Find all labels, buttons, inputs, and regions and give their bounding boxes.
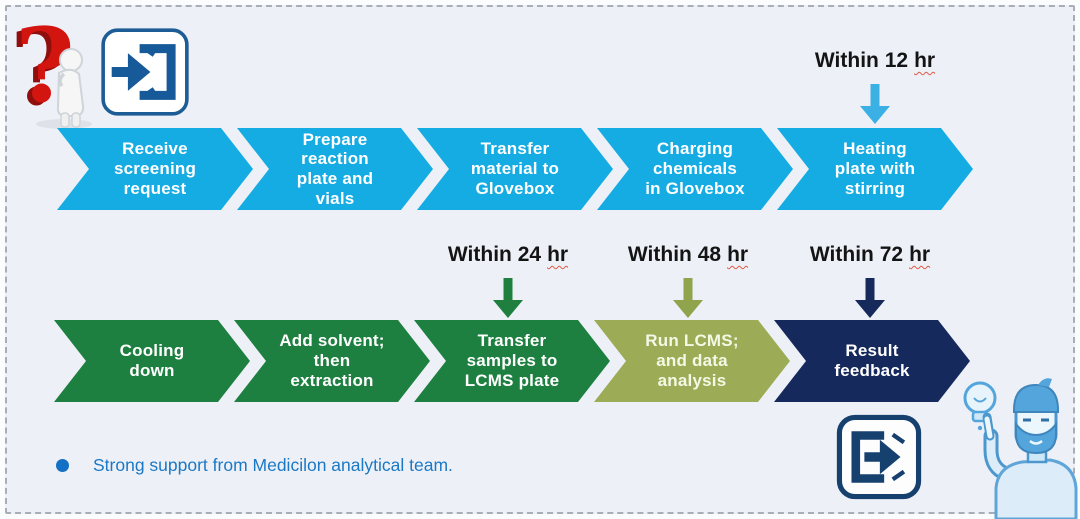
milestone-unit: hr (547, 243, 569, 266)
step-charging-chemicals: Charging chemicals in Glovebox (597, 128, 793, 210)
idea-person-illustration (944, 372, 1078, 519)
milestone-unit: hr (914, 49, 936, 72)
step-label: Transfer samples to LCMS plate (464, 331, 560, 390)
step-label: Add solvent; then extraction (279, 331, 385, 390)
step-add-solvent-extraction: Add solvent; then extraction (234, 320, 430, 402)
flow-row-top: Receive screening request Prepare reacti… (57, 128, 973, 210)
bullet-dot (56, 458, 69, 472)
step-label: Prepare reaction plate and vials (296, 129, 374, 208)
step-heating-plate-stirring: Heating plate with stirring (777, 128, 973, 210)
step-transfer-material-glovebox: Transfer material to Glovebox (417, 128, 613, 210)
down-arrow (855, 278, 885, 318)
step-label: Receive screening request (113, 139, 197, 198)
milestone-prefix: Within 24 (447, 243, 542, 266)
step-prepare-reaction-plate: Prepare reaction plate and vials (237, 128, 433, 210)
step-transfer-samples-lcms: Transfer samples to LCMS plate (414, 320, 610, 402)
footnote-text: Strong support from Medicilon analytical… (93, 454, 453, 475)
step-label: Transfer material to Glovebox (470, 139, 560, 198)
step-cooling-down: Cooling down (54, 320, 250, 402)
flow-row-bottom: Cooling down Add solvent; then extractio… (54, 320, 970, 402)
step-receive-screening-request: Receive screening request (57, 128, 253, 210)
step-label: Charging chemicals in Glovebox (645, 139, 745, 198)
step-label: Run LCMS; and data analysis (645, 331, 739, 390)
milestone-prefix: Within 12 (814, 49, 909, 72)
footnote: Strong support from Medicilon analytical… (56, 452, 453, 478)
step-result-feedback: Result feedback (774, 320, 970, 402)
milestone-prefix: Within 72 (809, 243, 904, 266)
step-run-lcms-analysis: Run LCMS; and data analysis (594, 320, 790, 402)
step-label: Cooling down (119, 341, 185, 380)
down-arrow (860, 84, 890, 124)
down-arrow (493, 278, 523, 318)
step-label: Result feedback (834, 341, 910, 380)
login-enter-icon (100, 27, 190, 117)
step-label: Heating plate with stirring (834, 139, 916, 198)
milestone-unit: hr (727, 243, 749, 266)
milestone-prefix: Within 48 (627, 243, 722, 266)
milestone-unit: hr (909, 243, 931, 266)
question-mark-figure-icon: ? ? (8, 6, 100, 134)
exit-icon (836, 414, 922, 500)
down-arrow (673, 278, 703, 318)
